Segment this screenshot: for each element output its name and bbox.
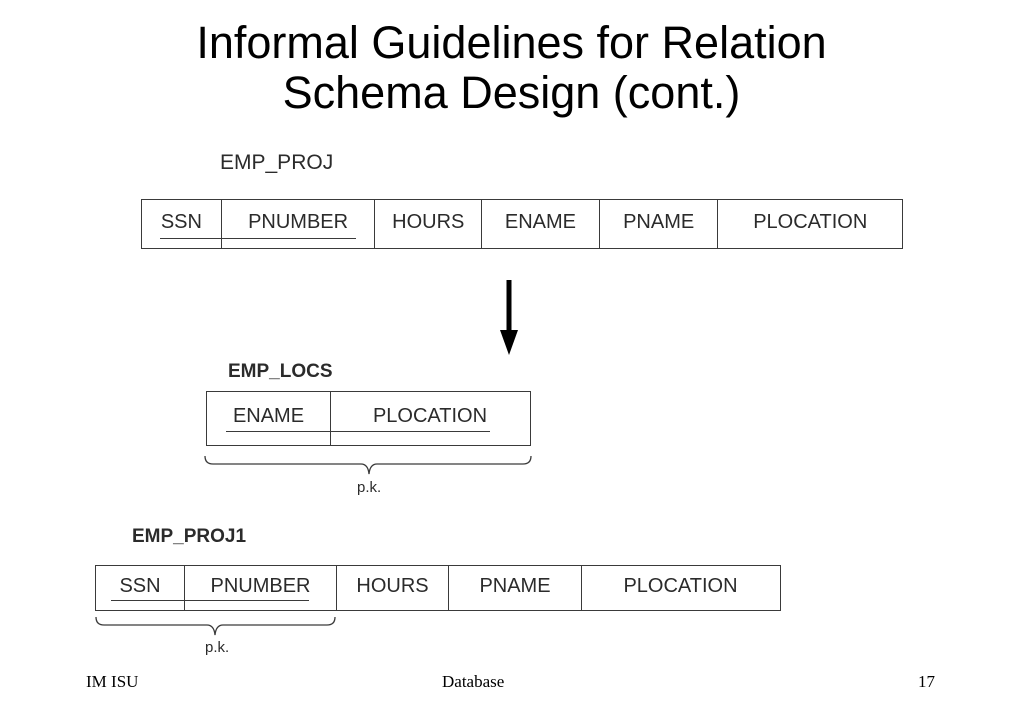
primary-key-label: p.k. <box>357 479 382 496</box>
attribute-pnumber: PNUMBER <box>222 200 376 248</box>
attribute-ssn: SSN <box>96 566 185 610</box>
relation-name-emp-proj1: EMP_PROJ1 <box>132 526 247 547</box>
attribute-pname: PNAME <box>449 566 582 610</box>
attribute-hours: HOURS <box>375 200 483 248</box>
attribute-pname: PNAME <box>600 200 719 248</box>
relation-emp-locs: ENAME PLOCATION <box>206 391 531 446</box>
slide-title-line2: Schema Design (cont.) <box>282 67 741 118</box>
attribute-plocation: PLOCATION <box>753 210 868 233</box>
attribute-pnumber: PNUMBER <box>185 566 337 610</box>
relation-name-emp-proj: EMP_PROJ <box>220 151 334 174</box>
attribute-plocation: PLOCATION <box>623 574 738 597</box>
down-arrow-icon <box>500 280 518 355</box>
attribute-hours: HOURS <box>337 566 449 610</box>
key-brace-icon <box>204 455 532 475</box>
slide-title: Informal Guidelines for Relation Schema … <box>0 18 1023 118</box>
footer-center: Database <box>442 672 505 691</box>
relation-name-emp-locs: EMP_LOCS <box>228 361 333 382</box>
primary-key-underline <box>111 600 309 601</box>
relation-emp-proj1: SSN PNUMBER HOURS PNAME PLOCATION <box>95 565 781 611</box>
attribute-plocation: PLOCATION <box>372 405 488 427</box>
key-brace-icon <box>95 616 336 636</box>
slide-number: 17 <box>918 672 935 691</box>
attribute-ename: ENAME <box>207 392 331 445</box>
primary-key-underline <box>160 238 356 239</box>
primary-key-label: p.k. <box>205 639 230 656</box>
primary-key-underline <box>226 431 490 432</box>
slide-title-line1: Informal Guidelines for Relation <box>196 17 827 68</box>
relation-emp-proj: SSN PNUMBER HOURS ENAME PNAME PLOCATION <box>141 199 903 249</box>
attribute-ename: ENAME <box>482 200 600 248</box>
attribute-ssn: SSN <box>142 200 222 248</box>
footer-left: IM ISU <box>86 672 139 691</box>
